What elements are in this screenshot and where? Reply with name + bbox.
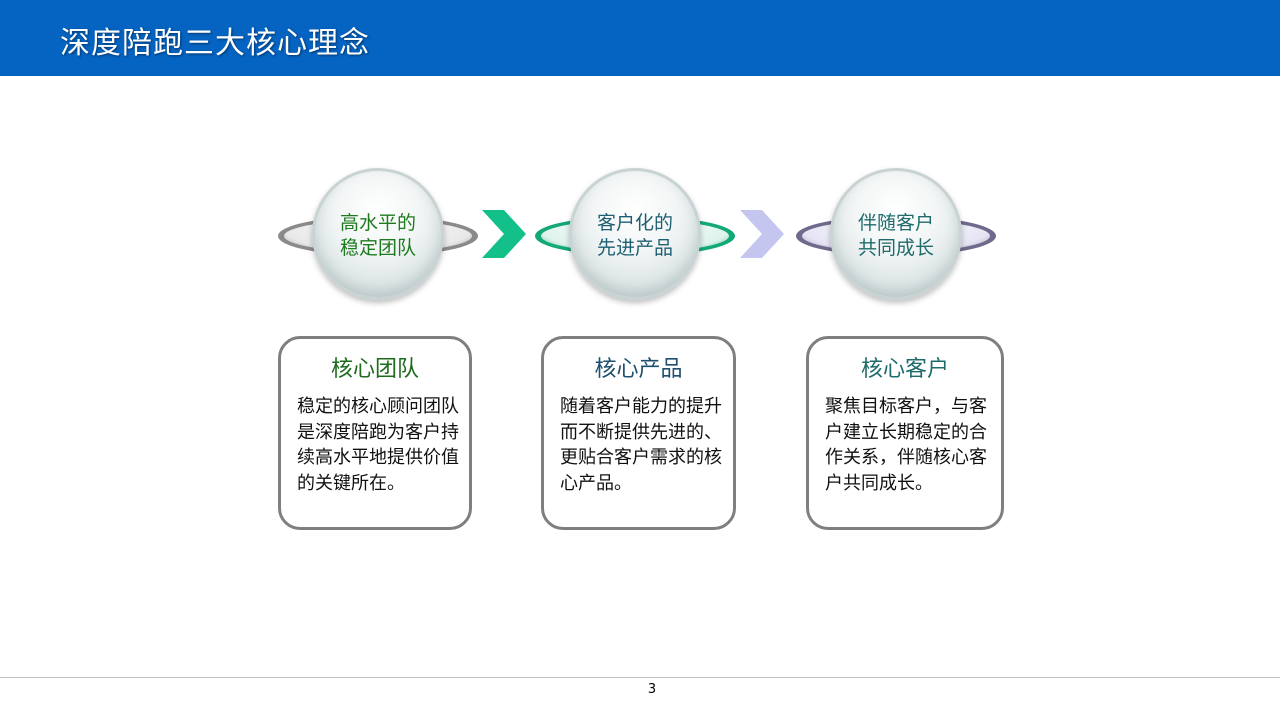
card-body: 聚焦目标客户，与客户建立长期稳定的合作关系，伴随核心客户共同成长。: [825, 396, 987, 494]
chevron-right-icon: [740, 210, 784, 258]
card-core-team: 核心团队 稳定的核心顾问团队是深度陪跑为客户持续高水平地提供价值的关键所在。: [278, 336, 472, 530]
card-body: 稳定的核心顾问团队是深度陪跑为客户持续高水平地提供价值的关键所在。: [297, 396, 459, 494]
page-title: 深度陪跑三大核心理念: [60, 26, 370, 61]
card-body: 随着客户能力的提升而不断提供先进的、更贴合客户需求的核心产品。: [560, 396, 722, 494]
footer-divider: [0, 677, 1280, 678]
node-label: 伴随客户 共同成长: [857, 212, 934, 259]
node-sphere: 高水平的 稳定团队: [312, 168, 444, 300]
card-core-product: 核心产品 随着客户能力的提升而不断提供先进的、更贴合客户需求的核心产品。: [541, 336, 736, 530]
concept-node-customer: 伴随客户 共同成长: [796, 166, 996, 306]
card-core-customer: 核心客户 聚焦目标客户，与客户建立长期稳定的合作关系，伴随核心客户共同成长。: [806, 336, 1004, 530]
card-title: 核心团队: [330, 357, 419, 382]
card-title: 核心产品: [594, 357, 683, 382]
node-sphere: 伴随客户 共同成长: [830, 168, 962, 300]
concept-node-team: 高水平的 稳定团队: [278, 166, 478, 306]
node-label: 客户化的 先进产品: [596, 212, 673, 259]
card-title: 核心客户: [860, 357, 949, 382]
node-label: 高水平的 稳定团队: [339, 212, 416, 259]
header-bar: 深度陪跑三大核心理念: [0, 0, 1280, 76]
chevron-right-icon: [482, 210, 526, 258]
concept-node-product: 客户化的 先进产品: [535, 166, 735, 306]
page-number: 3: [647, 682, 657, 697]
node-sphere: 客户化的 先进产品: [569, 168, 701, 300]
